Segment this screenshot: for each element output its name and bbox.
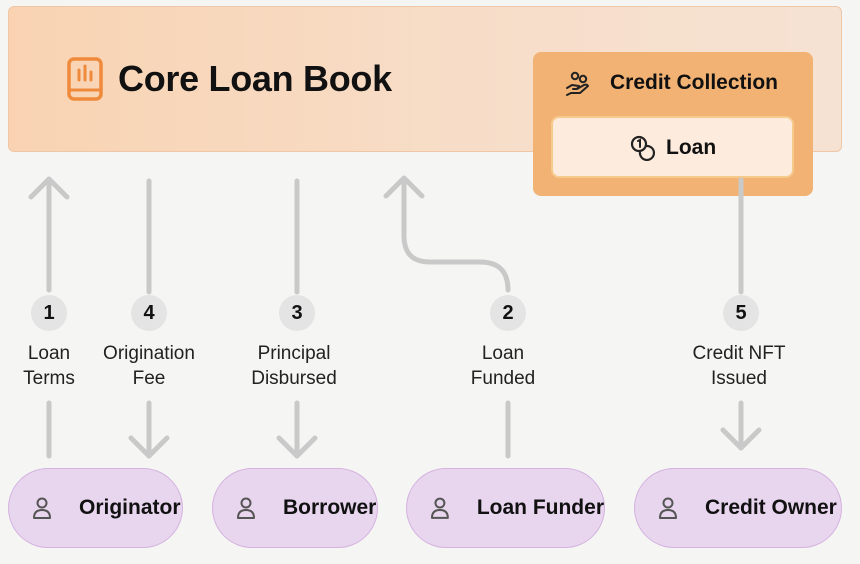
step-badge-4: 4	[131, 295, 167, 331]
coins-icon	[630, 135, 655, 161]
arrow-loan-terms	[28, 176, 70, 459]
step-badge-2: 2	[490, 295, 526, 331]
loan-box	[551, 116, 794, 178]
arrow-principal-disbursed	[276, 178, 318, 459]
actor-label-loan-funder: Loan Funder	[476, 496, 604, 519]
actor-borrower: Borrower	[212, 468, 378, 548]
actor-loan-funder: Loan Funder	[406, 468, 605, 548]
step-badge-5: 5	[723, 295, 759, 331]
actor-label-credit-owner: Credit Owner	[705, 496, 837, 519]
arrow-credit-nft-issued	[720, 177, 762, 451]
person-icon	[430, 497, 449, 519]
credit-collection-label: Credit Collection	[610, 71, 779, 94]
actor-label-borrower: Borrower	[283, 496, 377, 519]
person-icon	[659, 497, 677, 519]
arrow-loan-funded	[383, 175, 511, 459]
person-icon	[237, 497, 255, 519]
step-badge-1: 1	[31, 295, 67, 331]
step-badge-3: 3	[279, 295, 315, 331]
actor-originator: Originator	[8, 468, 183, 548]
arrow-origination-fee	[128, 178, 170, 459]
hand-coins-icon	[566, 71, 589, 96]
ledger-book-icon	[67, 57, 103, 101]
core-loan-book-title: Core Loan Book	[118, 58, 392, 99]
loan-label: Loan	[666, 136, 717, 159]
person-icon	[33, 497, 51, 519]
actor-label-originator: Originator	[79, 496, 181, 519]
actor-credit-owner: Credit Owner	[634, 468, 842, 548]
